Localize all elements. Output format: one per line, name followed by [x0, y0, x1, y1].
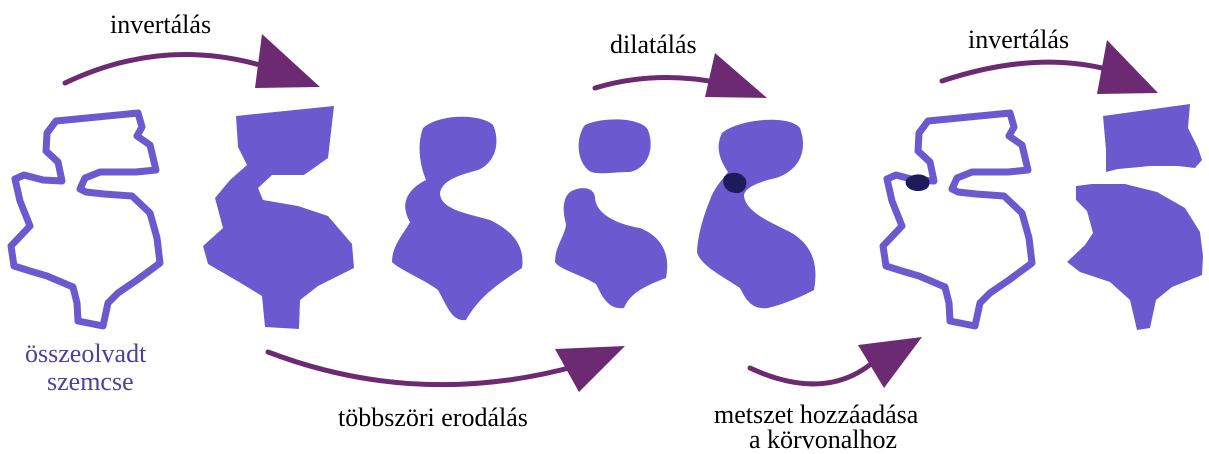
- arrow-erode: [268, 346, 625, 392]
- label-invert-2: invertálás: [968, 25, 1069, 54]
- panel-merged-grain-outline: [11, 113, 160, 326]
- arrow-invert-1: [65, 34, 320, 88]
- arrow-dilate: [595, 53, 767, 98]
- panel-eroded-2: [555, 119, 667, 308]
- label-intersect-2: a körvonalhoz: [749, 425, 897, 454]
- label-dilate: dilatálás: [610, 30, 697, 59]
- panel-dilated: [697, 120, 815, 308]
- label-merged-grain-1: összeolvadt: [25, 339, 147, 368]
- label-erode: többszöri erodálás: [338, 403, 528, 432]
- panel-inverted-filled: [203, 106, 354, 329]
- panel-outline-with-intersection: [883, 113, 1032, 326]
- label-merged-grain-2: szemcse: [47, 367, 134, 396]
- panel-eroded-1: [392, 117, 523, 320]
- label-invert-1: invertálás: [110, 10, 211, 39]
- panel-final-separated: [1067, 104, 1203, 330]
- arrow-intersect: [750, 337, 922, 388]
